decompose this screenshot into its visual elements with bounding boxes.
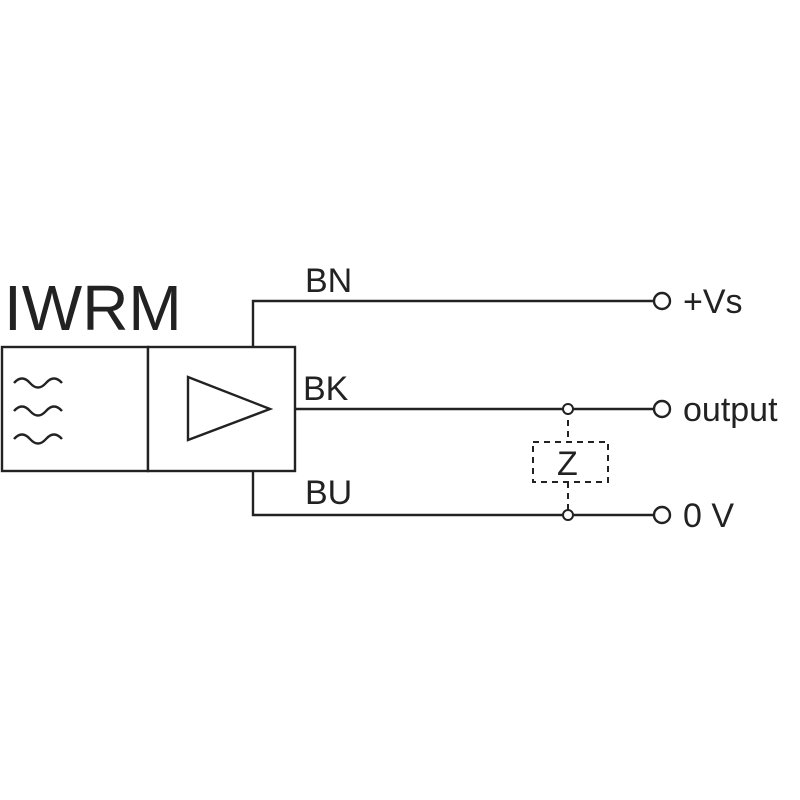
wire-bn-label: BN <box>305 262 352 300</box>
terminal-vs-label: +Vs <box>683 283 743 321</box>
terminal-vs <box>652 291 672 311</box>
load-label: Z <box>557 445 578 483</box>
sensor-section <box>0 345 150 473</box>
terminal-output <box>652 399 672 419</box>
terminal-0v-label: 0 V <box>683 497 734 535</box>
wire-bu-label: BU <box>305 474 352 512</box>
amplifier-triangle-icon <box>186 375 274 442</box>
wire-bu <box>251 471 653 517</box>
wire-bn <box>251 299 653 347</box>
junction-output <box>562 403 574 415</box>
load-z: Z <box>532 409 609 515</box>
wave-icon <box>13 377 63 445</box>
device-title: IWRM <box>4 272 182 344</box>
terminal-0v <box>652 505 672 525</box>
junction-0v <box>562 509 574 521</box>
wire-bk-label: BK <box>303 370 349 408</box>
terminal-output-label: output <box>683 391 778 429</box>
